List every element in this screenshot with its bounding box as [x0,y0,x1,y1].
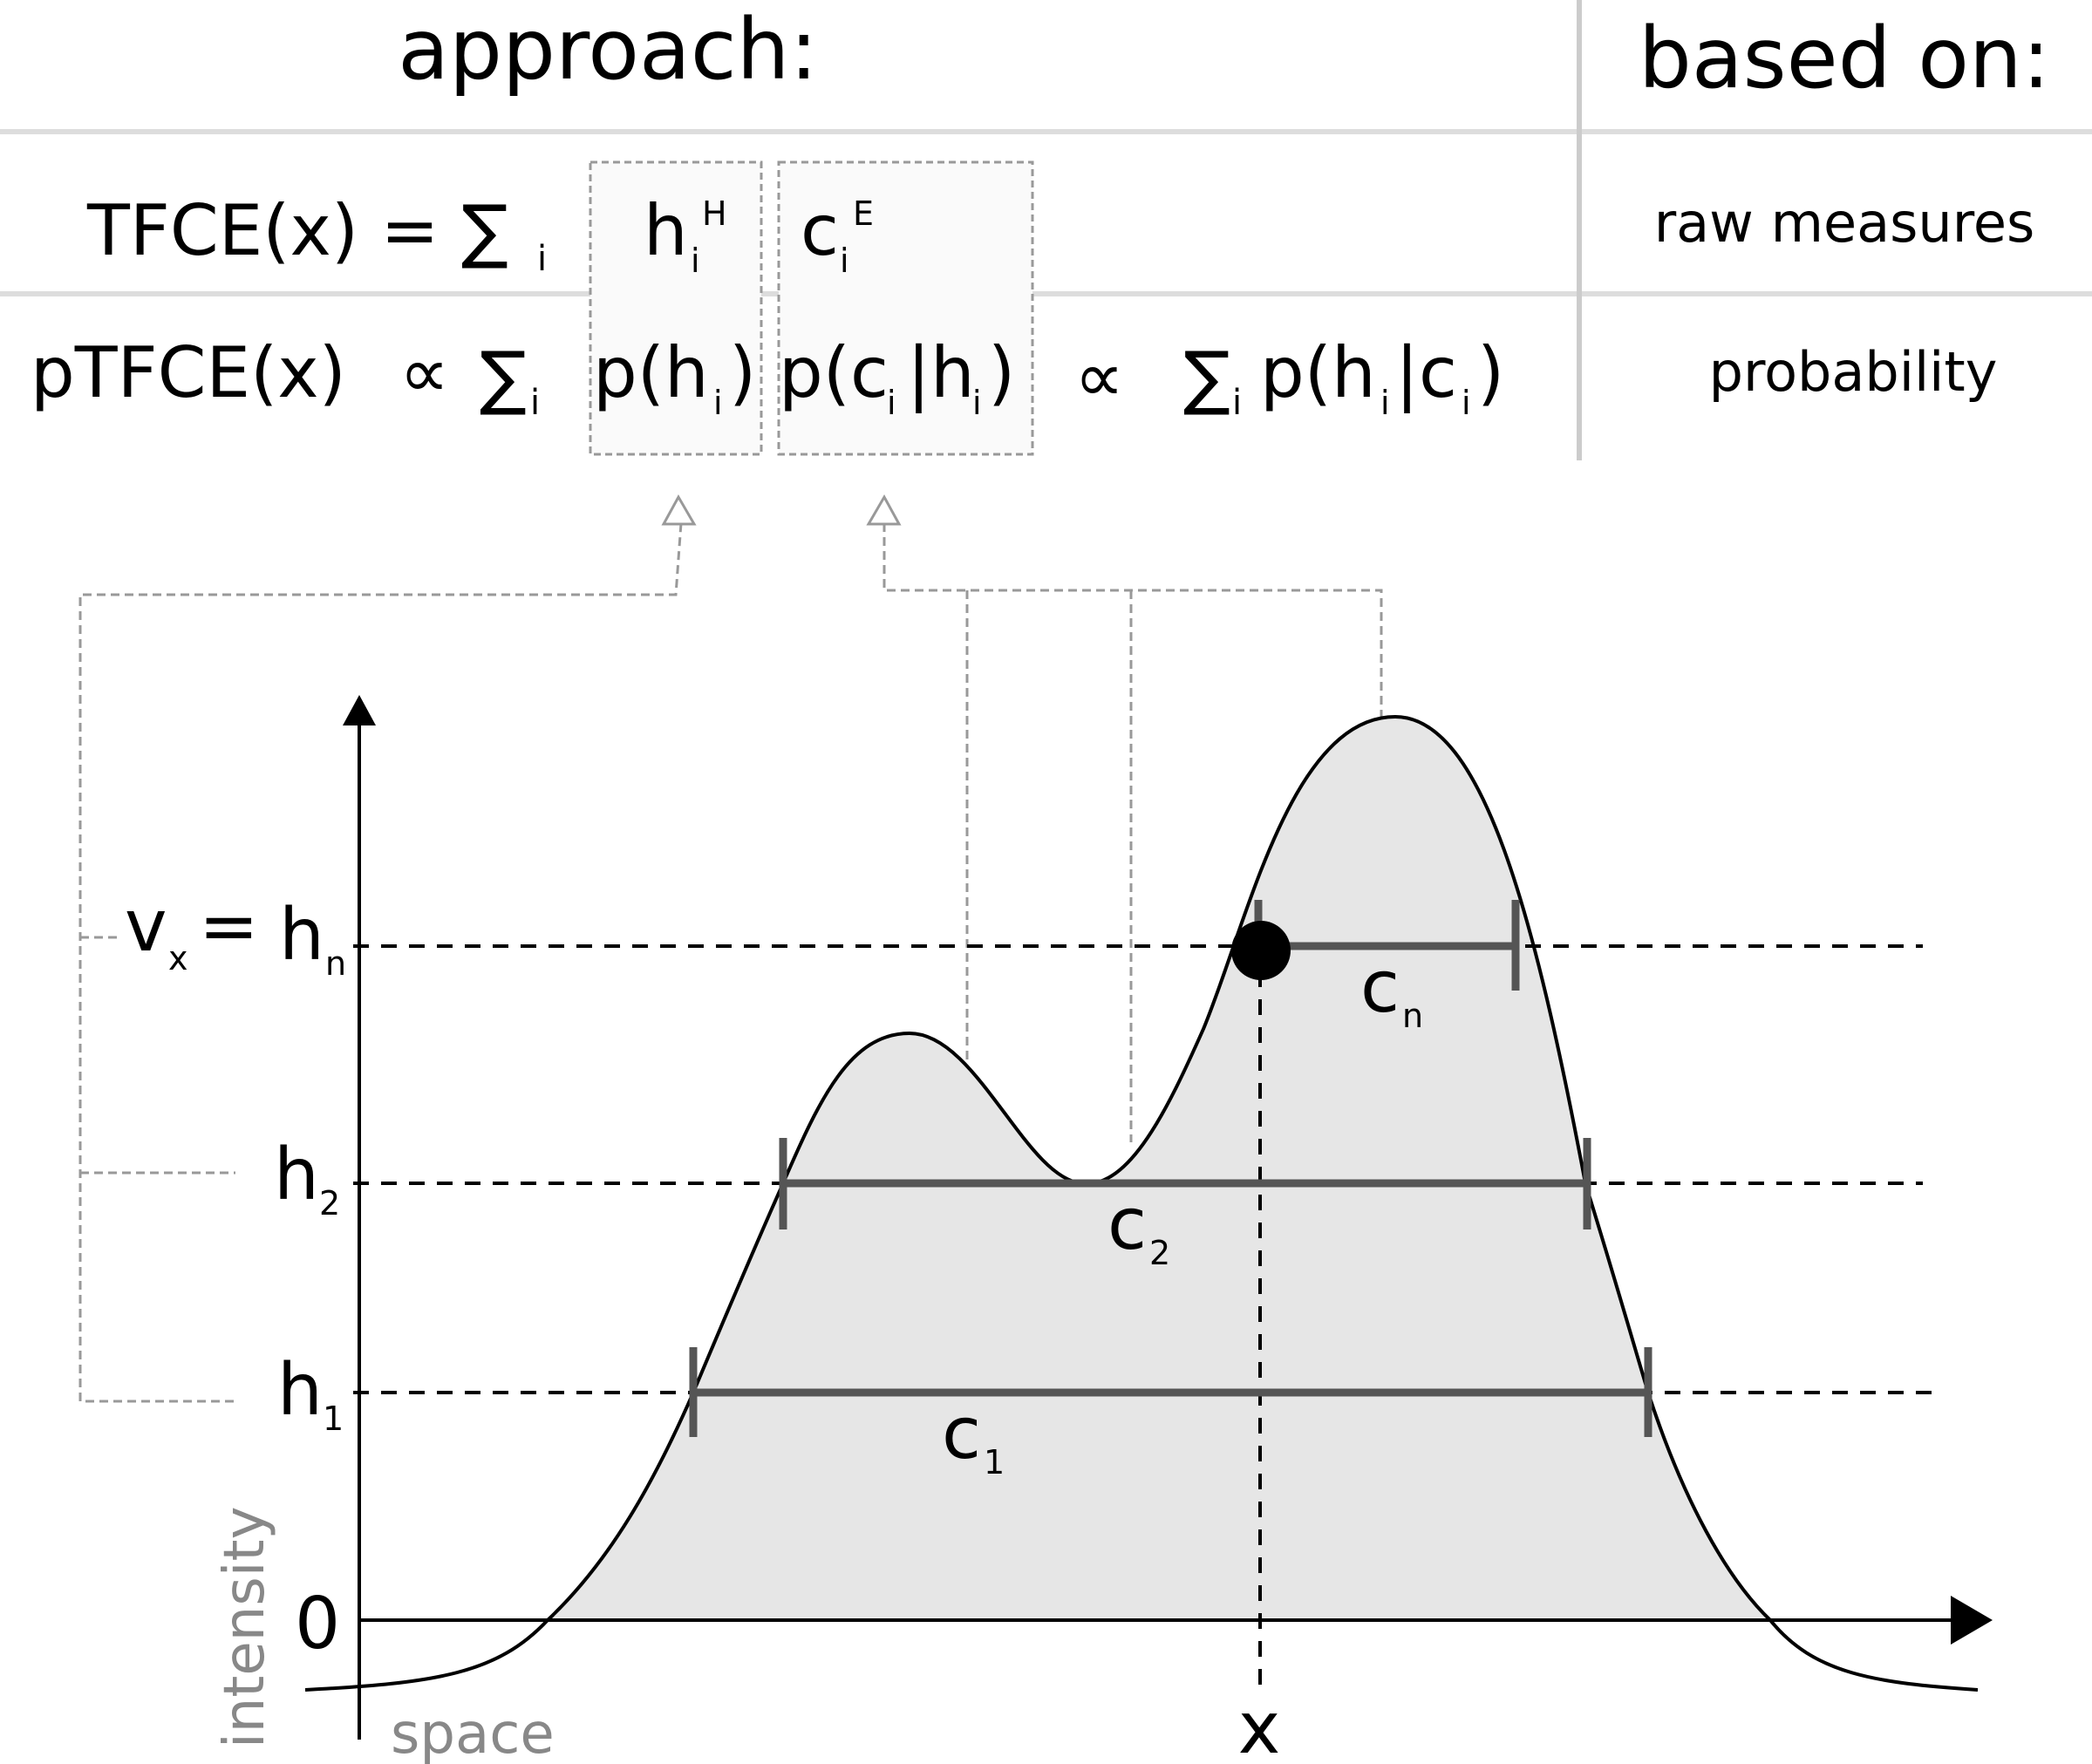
p-c-subscript: i [887,384,896,422]
rhs-subscript: i [1380,384,1390,422]
rhs-close: ) [1477,332,1504,413]
ptfce-sum: ∑ [480,337,527,418]
p-h-subscript: i [713,384,723,422]
tfce-c-subscript: i [840,242,849,280]
plot-labels: v x = h n h 2 h 1 c n c 2 c 1 0 x [125,885,1423,1764]
rhs-mid: |c [1395,332,1457,414]
axes [343,695,1993,1740]
x-axis-arrow-icon [1951,1596,1993,1645]
ptfce-proportional-1: ∝ [399,332,449,413]
c1-subscript: 1 [984,1443,1005,1481]
c2-label: c [1107,1183,1147,1266]
ptfce-row: pTFCE(x) ∝ ∑ i p(h i ) p(c i |h i ) ∝ ∑ … [31,332,1997,423]
y-axis-label: intensity [213,1507,277,1748]
c2-subscript: 2 [1149,1234,1170,1272]
rhs-subscript-2: i [1462,384,1471,422]
ptfce-basis: probability [1709,340,1998,404]
h1-subscript: 1 [323,1400,344,1438]
vx-label: v [125,885,167,968]
cluster-bars [689,900,1652,1437]
h2-label: h [274,1134,319,1216]
cn-label: c [1360,946,1400,1029]
h2-subscript: 2 [319,1184,340,1223]
tfce-h-subscript: i [691,242,700,280]
cn-subscript: n [1402,997,1423,1035]
extent-arrow-icon [866,494,902,526]
h1-label: h [277,1349,323,1432]
ptfce-lhs: pTFCE(x) [31,332,346,413]
vx-subscript: x [168,939,188,977]
ptfce-proportional-2: ∝ [1074,337,1124,418]
approach-header: approach: [398,1,818,99]
p-c-subscript-2: i [972,384,982,422]
based-on-header: based on: [1639,10,2050,107]
tfce-basis: raw measures [1654,191,2035,255]
ptfce-sum-2-subscript: i [1232,383,1242,423]
hn-subscript: n [325,944,346,983]
p-c-close: ) [988,332,1015,413]
p-h-close: ) [729,332,756,413]
tfce-row: TFCE(x) = ∑ i h i H c i E raw measures [86,190,2034,280]
voxel-point [1231,921,1291,980]
c1-label: c [942,1393,981,1475]
extent-term-box [777,160,1034,456]
table-rules [0,129,2092,296]
vx-equals: = [199,885,259,968]
p-h-open: p(h [593,332,709,413]
hn-label: h [279,894,324,977]
ptfce-sum-subscript: i [530,383,540,423]
zero-label: 0 [295,1583,340,1665]
p-c-open: p(c [779,332,889,413]
x-axis-label: space [391,1702,555,1764]
tfce-h-exponent: H [702,194,727,233]
p-c-mid: |h [907,332,975,414]
ptfce-sum-2: ∑ [1183,337,1230,418]
height-guide [78,522,683,1403]
height-term-box [589,160,763,456]
height-arrow-icon [661,494,697,526]
y-axis-arrow-icon [343,695,376,725]
tfce-sum-subscript: i [537,239,547,279]
tfce-lhs: TFCE(x) = ∑ [86,190,508,271]
x-position-label: x [1238,1687,1281,1764]
tfce-c-exponent: E [853,194,874,233]
tfce-c: c [801,190,839,271]
rhs-open: p(h [1260,332,1376,413]
tfce-h: h [644,190,688,271]
